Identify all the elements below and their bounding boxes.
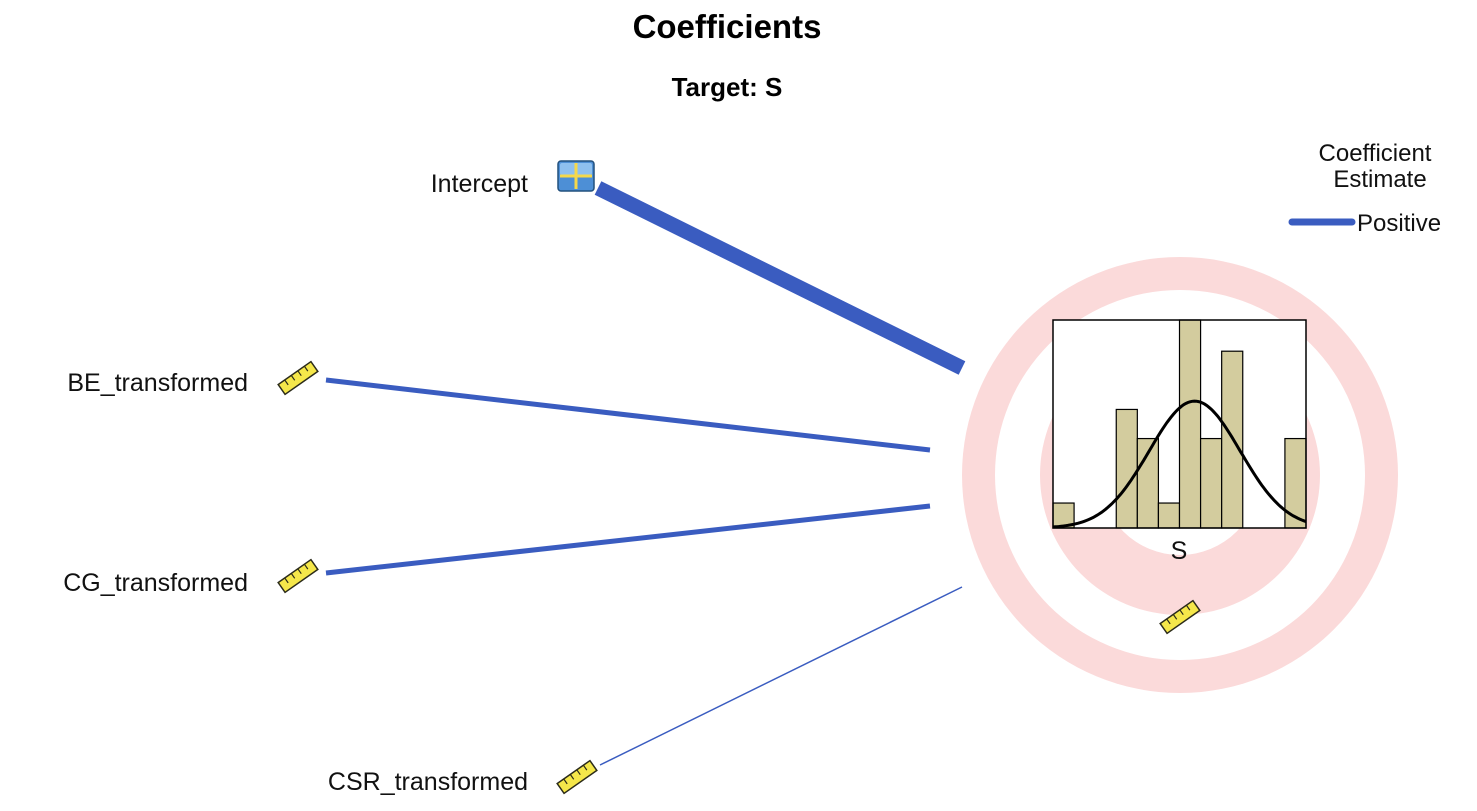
predictor-label-intercept: Intercept (431, 170, 528, 198)
histogram-frame (1052, 319, 1307, 529)
edge-cg-transformed[interactable] (325, 503, 931, 576)
chart-title: Coefficients (633, 8, 822, 45)
ruler-icon (277, 558, 319, 594)
predictor-label-csr-transformed: CSR_transformed (328, 768, 528, 796)
histogram-bar (1199, 437, 1223, 529)
edge-intercept[interactable] (594, 181, 966, 375)
edge-csr-transformed[interactable] (599, 586, 963, 766)
target-histogram[interactable] (1052, 319, 1307, 529)
legend-title-line1: Coefficient (1319, 140, 1432, 167)
normal-curve (1052, 399, 1307, 529)
target-label: S (1171, 537, 1188, 565)
histogram-bar (1284, 437, 1307, 529)
ruler-icon (556, 759, 598, 795)
ruler-icon (277, 360, 319, 396)
legend: Coefficient Estimate Positive (1288, 140, 1441, 237)
chart-subtitle: Target: S (672, 72, 783, 102)
histogram-bar (1157, 502, 1181, 529)
legend-title-line2: Estimate (1333, 166, 1426, 193)
ruler-icon (1159, 599, 1201, 635)
predictor-label-be-transformed: BE_transformed (67, 369, 248, 397)
histogram-bars (1052, 319, 1307, 529)
categorical-grid-icon[interactable] (557, 160, 595, 192)
edge-be-transformed[interactable] (325, 377, 931, 453)
histogram-bar (1178, 319, 1202, 529)
predictor-label-cg-transformed: CG_transformed (63, 569, 248, 597)
histogram-bar (1115, 408, 1138, 529)
coefficient-edges (325, 181, 966, 766)
legend-item-positive: Positive (1357, 210, 1441, 237)
